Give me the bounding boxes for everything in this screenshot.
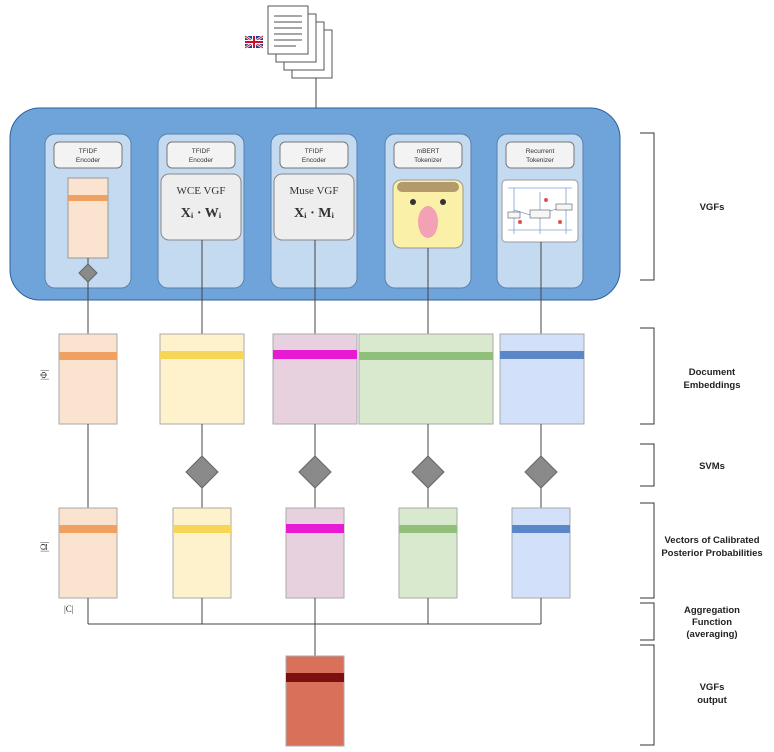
dim-label-doc: |Φ| — [39, 370, 49, 380]
vector-mbert — [398, 507, 458, 599]
encoder-to-embedding-lines — [87, 240, 542, 334]
encoder-headers: TFIDF Encoder TFIDF Encoder TFIDF Encode… — [53, 141, 575, 169]
encoder-label-3a: TFIDF — [305, 148, 323, 155]
muse-box: Muse VGF Xᵢ · Mᵢ — [273, 173, 355, 241]
label-aggregation-3: (averaging) — [686, 629, 737, 640]
encoder-label-4b: Tokenizer — [414, 157, 443, 164]
vector-muse — [285, 507, 345, 599]
uk-flag-icon — [244, 34, 264, 50]
label-doc-embeddings-1: Document — [689, 367, 736, 378]
wce-title: WCE VGF — [177, 185, 226, 197]
embedding-mbert — [358, 333, 494, 425]
mbert-icon — [392, 179, 464, 249]
dim-label-classes: |C| — [64, 604, 74, 614]
label-vectors-2: Posterior Probabilities — [661, 548, 762, 559]
embedding-recurrent — [499, 333, 585, 425]
label-output-2: output — [697, 695, 727, 706]
encoder-label-5a: Recurrent — [526, 148, 555, 155]
label-aggregation-1: Aggregation — [684, 605, 740, 616]
vector-recurrent — [511, 507, 571, 599]
label-vectors-1: Vectors of Calibrated — [664, 535, 759, 546]
label-output-1: VGFs — [700, 682, 725, 693]
encoder-label-2a: TFIDF — [192, 148, 210, 155]
svm-diamond-wce — [185, 455, 219, 489]
label-doc-embeddings-2: Embeddings — [683, 380, 740, 391]
encoder-label-2b: Encoder — [189, 157, 214, 164]
encoder-label-5b: Tokenizer — [526, 157, 555, 164]
label-vgfs: VGFs — [700, 202, 725, 213]
wce-formula: Xᵢ · Wᵢ — [181, 206, 222, 221]
label-svms: SVMs — [699, 461, 725, 472]
wce-box: WCE VGF Xᵢ · Wᵢ — [160, 173, 242, 241]
embedding-muse — [272, 333, 358, 425]
label-aggregation-2: Function — [692, 617, 732, 628]
muse-title: Muse VGF — [289, 185, 338, 197]
vgf-output-vector — [285, 655, 345, 747]
section-brackets — [640, 132, 655, 746]
recurrent-network-icon — [501, 179, 579, 243]
encoder-label-1a: TFIDF — [79, 148, 97, 155]
svm-diamond-mbert — [411, 455, 445, 489]
svm-diamond-recurrent — [524, 455, 558, 489]
svm-diamond-muse — [298, 455, 332, 489]
aggregation-lines — [87, 598, 542, 656]
embedding-posterior — [58, 333, 118, 425]
encoder-label-3b: Encoder — [302, 157, 327, 164]
encoder-label-1b: Encoder — [76, 157, 101, 164]
documents-icon — [267, 5, 333, 79]
encoder-label-4a: mBERT — [417, 148, 440, 155]
vector-posterior — [58, 507, 118, 599]
posterior-mini-vector — [67, 177, 109, 259]
embedding-wce — [159, 333, 245, 425]
dim-label-post: |Ω| — [39, 542, 49, 552]
muse-formula: Xᵢ · Mᵢ — [294, 206, 334, 221]
vector-wce — [172, 507, 232, 599]
